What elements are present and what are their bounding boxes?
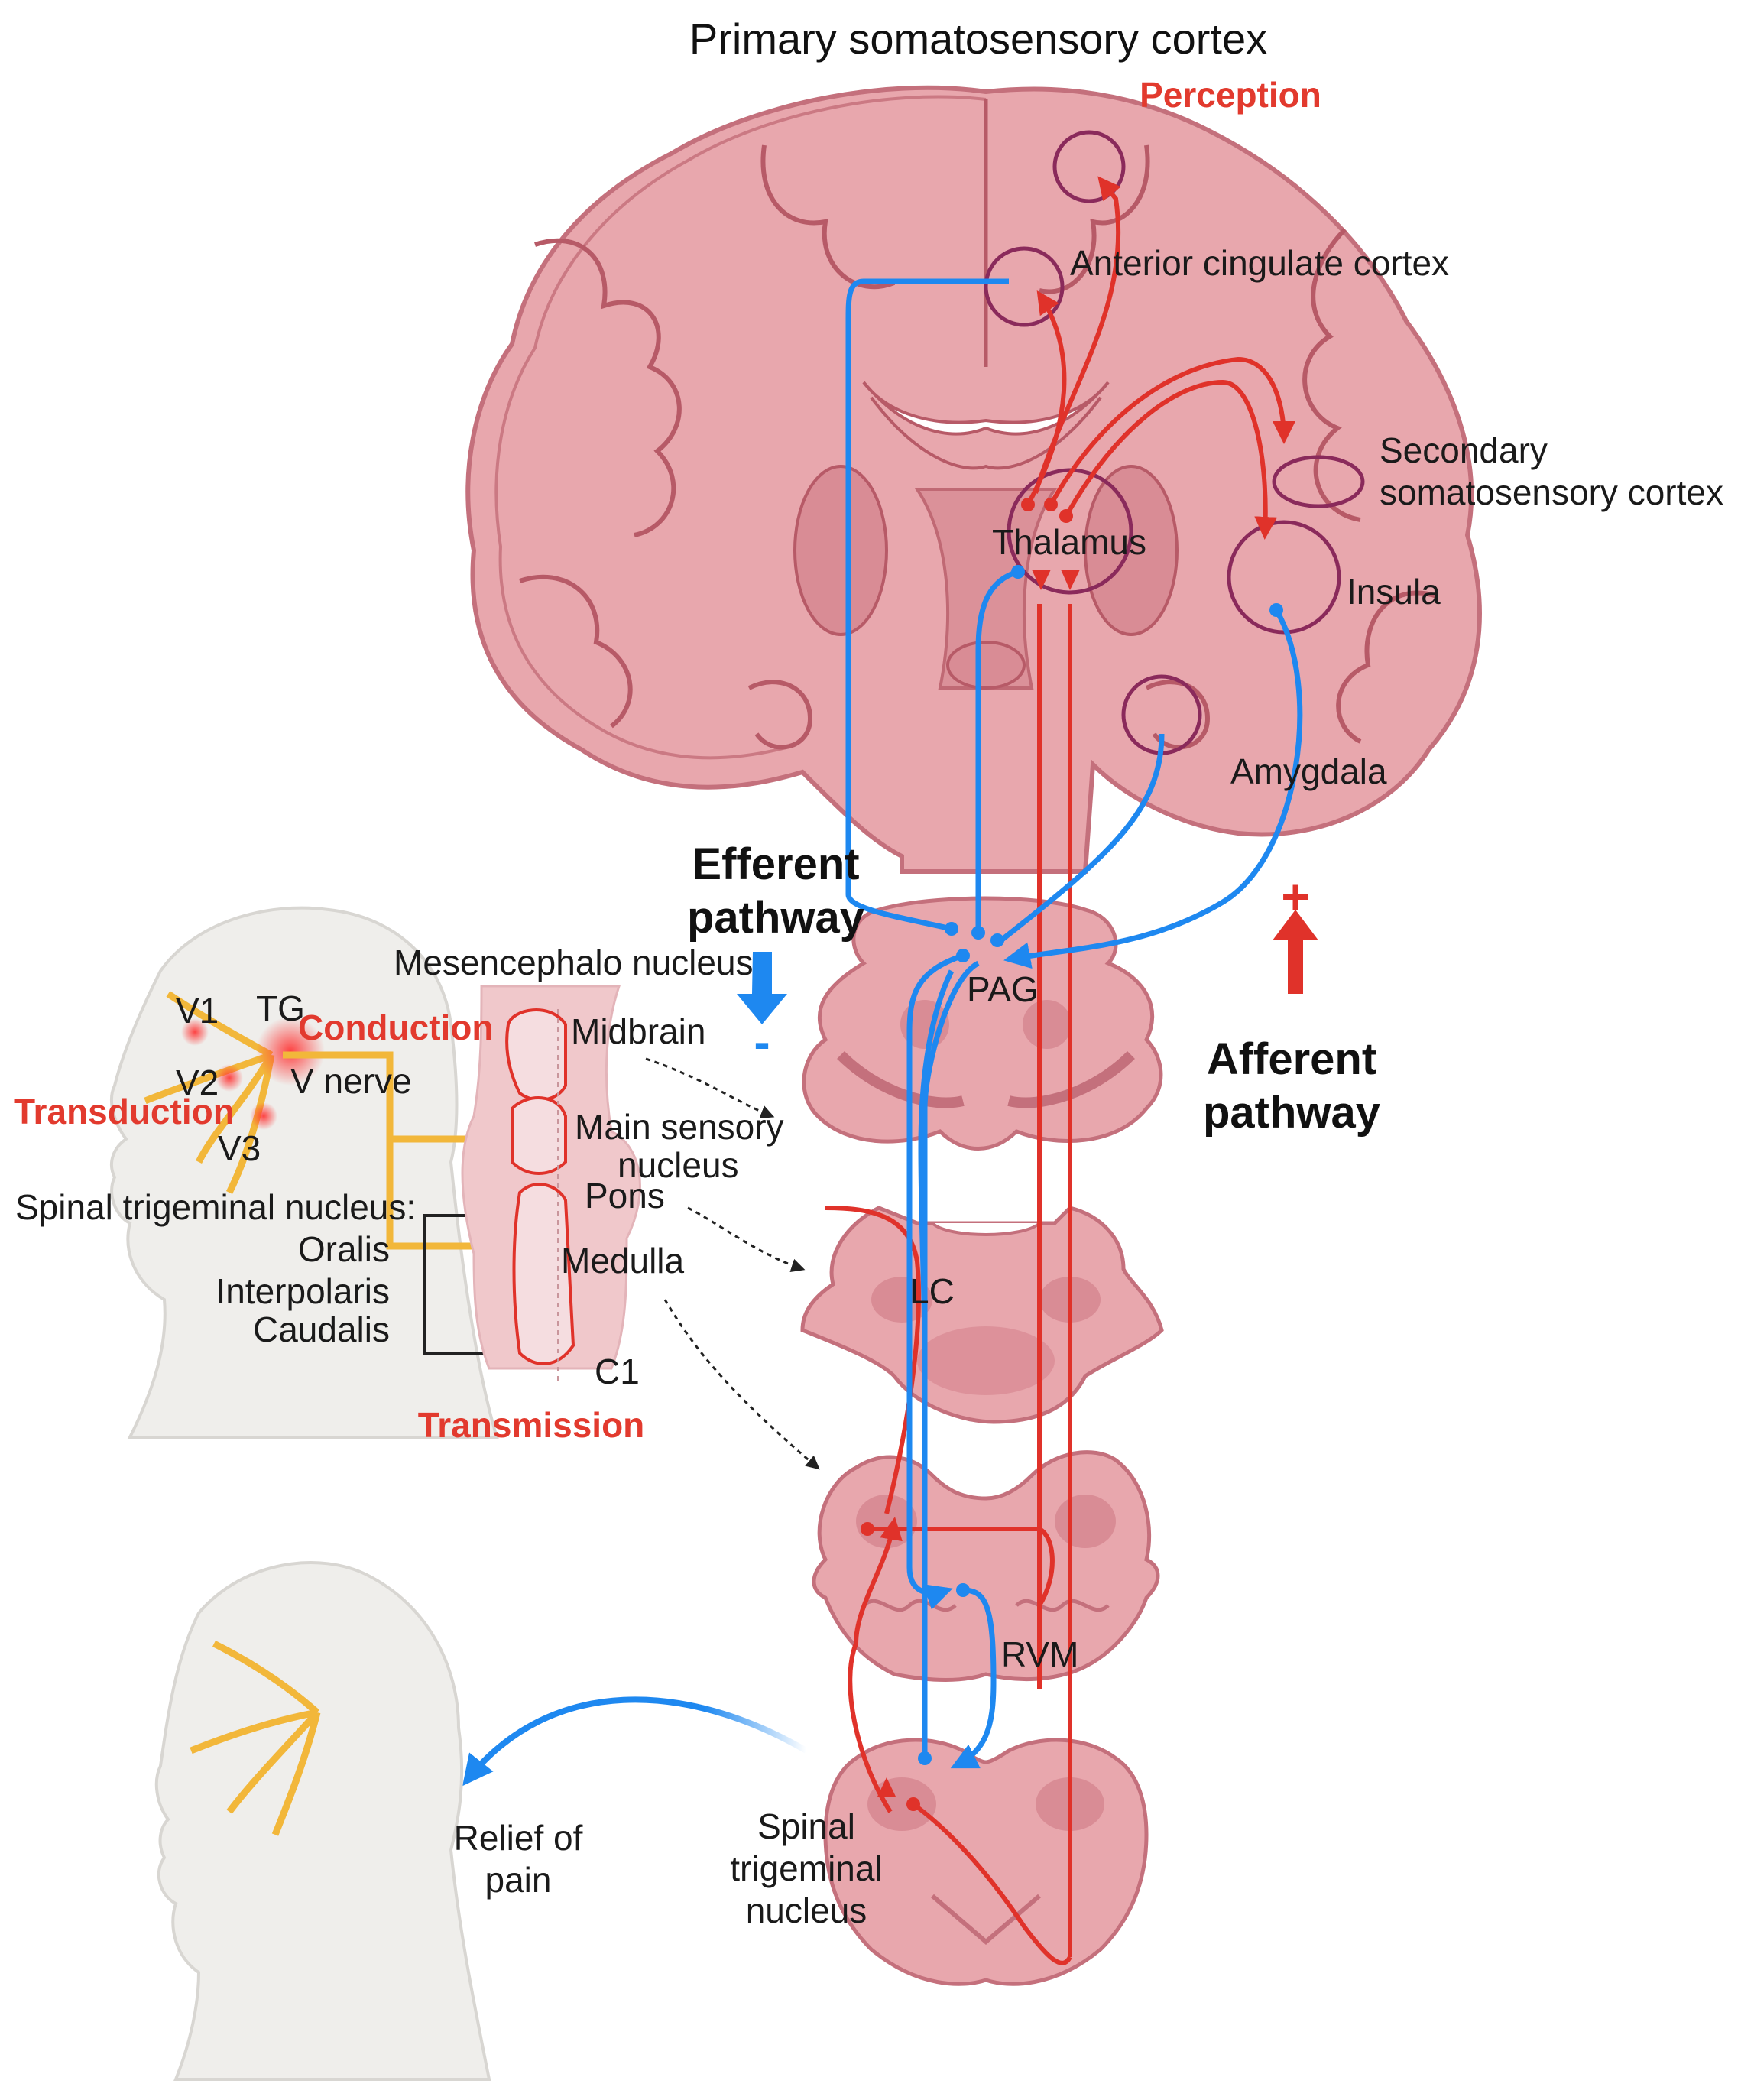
mesencephalo-label: Mesencephalo nucleus	[394, 943, 754, 982]
amygdala-label: Amygdala	[1230, 751, 1387, 791]
secondary-somatosensory-region	[1272, 455, 1365, 508]
v-nerve-spinal	[386, 1139, 508, 1250]
efferent-pathways	[845, 278, 1303, 1769]
efferent-down-arrow	[737, 952, 787, 1024]
afferent-label-2: pathway	[1203, 1088, 1380, 1138]
brainstem-column	[461, 985, 641, 1384]
thalamus-arrow-1	[1032, 570, 1051, 590]
perception-label: Perception	[1140, 75, 1321, 115]
upper-head-illustration	[110, 906, 499, 1439]
transduction-label: Transduction	[14, 1092, 235, 1131]
efferent-label-2: pathway	[687, 893, 864, 943]
relief-arrow	[462, 1696, 809, 1787]
insula-to-pag-tract	[1003, 609, 1303, 969]
main-sensory-label-1: Main sensory	[575, 1107, 784, 1147]
relief-label-2: pain	[485, 1860, 552, 1900]
acc-label: Anterior cingulate cortex	[1070, 243, 1449, 283]
stn-label-2: trigeminal	[730, 1848, 882, 1888]
title: Primary somatosensory cortex	[689, 15, 1267, 63]
secondary-label-2: somatosensory cortex	[1380, 472, 1723, 512]
pag-label: PAG	[967, 969, 1039, 1009]
v2-label: V2	[176, 1063, 219, 1102]
midbrain-label: Midbrain	[571, 1011, 705, 1051]
interpolaris-label: Interpolaris	[216, 1271, 390, 1311]
transmission-label: Transmission	[418, 1405, 645, 1445]
conduction-label: Conduction	[298, 1008, 494, 1047]
spinal-nucleus-heading: Spinal trigeminal nucleus:	[15, 1187, 416, 1227]
efferent-sign: -	[754, 1014, 770, 1069]
relief-label-1: Relief of	[454, 1818, 583, 1858]
secondary-label-1: Secondary	[1380, 430, 1548, 470]
main-sensory-label-2: nucleus	[618, 1145, 739, 1185]
medulla-section	[812, 1450, 1160, 1682]
c1-label: C1	[595, 1352, 640, 1391]
afferent-pathways	[825, 176, 1295, 1965]
spinal-bracket	[423, 1214, 504, 1355]
oralis-label: Oralis	[298, 1229, 390, 1269]
amygdala-to-pag-tract	[999, 733, 1165, 943]
tg-label: TG	[256, 988, 305, 1028]
caudalis-label: Caudalis	[253, 1310, 390, 1349]
insula-label: Insula	[1347, 572, 1441, 612]
afferent-up-arrow	[1273, 910, 1318, 994]
v-nerve-label: V nerve	[290, 1061, 412, 1101]
spinal-section	[823, 1738, 1149, 1986]
anterior-cingulate-region	[984, 246, 1065, 327]
coronal-brain-section	[465, 85, 1482, 874]
acc-to-pag-tract	[845, 278, 1009, 932]
stn-label-1: Spinal	[757, 1806, 855, 1846]
v3-label: V3	[218, 1128, 261, 1168]
afferent-label-1: Afferent	[1207, 1034, 1376, 1084]
pons-label: Pons	[585, 1176, 665, 1216]
v1-label: V1	[176, 991, 219, 1031]
thalamus-arrow-2	[1061, 570, 1080, 590]
afferent-sign: +	[1281, 869, 1309, 924]
lower-head-illustration	[154, 1561, 491, 2081]
medulla-label: Medulla	[561, 1241, 685, 1280]
lc-label: LC	[909, 1271, 955, 1311]
stn-label-3: nucleus	[746, 1891, 867, 1930]
lc-red-tract	[825, 1206, 921, 1514]
v-nerve-main-sensory	[283, 1051, 497, 1143]
primary-somatosensory-region	[1052, 130, 1126, 203]
thalamus-label: Thalamus	[992, 522, 1146, 562]
rvm-label: RVM	[1001, 1634, 1078, 1674]
efferent-label-1: Efferent	[692, 839, 859, 889]
thalamus-to-pag-tract	[975, 569, 1020, 933]
pons-section	[800, 1206, 1164, 1424]
